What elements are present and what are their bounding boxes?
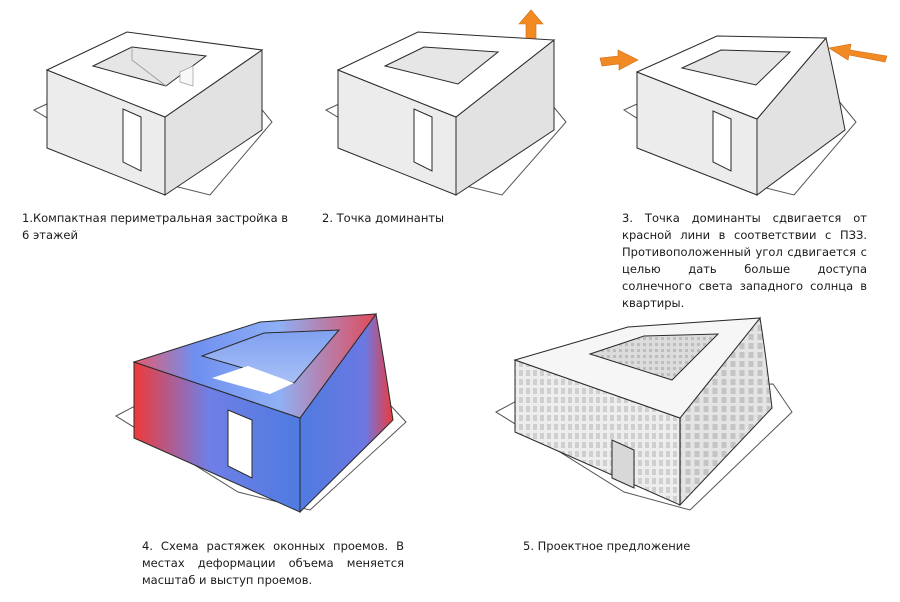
arrow-left-icon: [828, 43, 888, 63]
courtyard: [91, 46, 208, 87]
step-5-caption: 5. Проектное предложение: [523, 539, 691, 553]
arrow-up-icon: [518, 9, 544, 39]
step-2-caption: 2. Точка доминанты: [322, 211, 445, 225]
courtyard-floor: [212, 366, 294, 394]
step-4-window-scheme: [114, 312, 407, 514]
step-3-massing: [599, 35, 888, 196]
passage: [122, 108, 142, 172]
passage: [611, 439, 635, 489]
step-1-massing: [32, 31, 273, 196]
passage: [413, 108, 433, 172]
right-wall: [299, 312, 394, 514]
arrow-right-icon: [599, 49, 639, 71]
step-3-caption: 3. Точка доминанты сдвигается от красной…: [622, 211, 867, 310]
step-2-massing: [324, 9, 567, 196]
step-4-caption: 4. Схема растяжек оконных проемов. В мес…: [142, 539, 404, 587]
step-5-project-proposal: [495, 316, 793, 511]
right-wall: [756, 36, 846, 196]
passage: [712, 110, 732, 172]
courtyard: [588, 333, 720, 381]
passage: [227, 409, 253, 479]
step-1-caption: 1.Компактная периметральная застройка в …: [22, 211, 289, 242]
right-facade: [679, 316, 773, 507]
courtyard: [383, 46, 500, 85]
courtyard: [680, 49, 792, 86]
